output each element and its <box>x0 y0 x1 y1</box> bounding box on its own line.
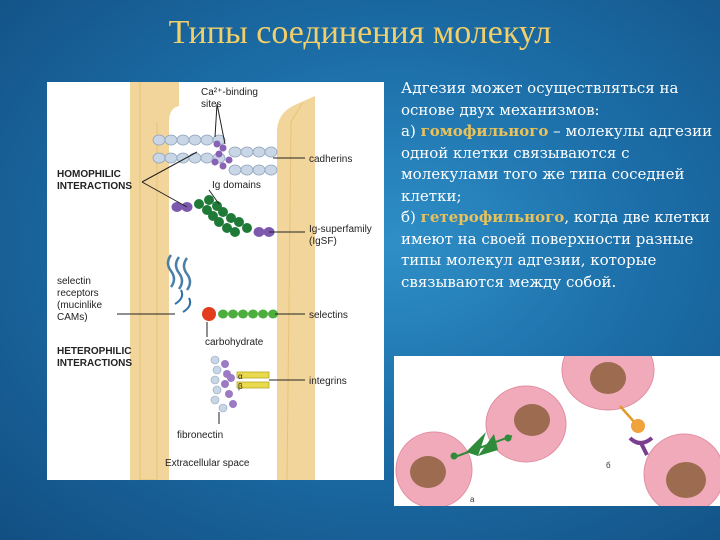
adhesion-description: Адгезия может осуществляться на основе д… <box>401 78 720 293</box>
figure-label-b: б <box>606 461 611 470</box>
description-intro: Адгезия может осуществляться на основе д… <box>401 79 679 119</box>
label-heterophilic-1: HETEROPHILIC <box>57 346 131 357</box>
label-carbohydrate: carbohydrate <box>205 337 264 348</box>
figure-label-a: а <box>470 495 475 504</box>
label-selectins: selectins <box>309 310 348 321</box>
label-binding-sites: sites <box>201 99 222 110</box>
homophilic-link <box>450 432 513 460</box>
slide-title: Типы соединения молекул <box>168 14 552 51</box>
integrin-molecules <box>210 355 305 424</box>
label-ig-superfamily-2: (IgSF) <box>309 236 337 247</box>
term-heterophilic: гетерофильного <box>420 208 565 226</box>
label-homophilic-1: HOMOPHILIC <box>57 169 121 180</box>
description-item-b-text: , когда две клетки имеют на своей поверх… <box>401 208 710 291</box>
label-ca-binding: Ca²⁺-binding <box>201 87 258 98</box>
label-cadherins: cadherins <box>309 154 352 165</box>
adhesion-molecules-diagram: Ca²⁺-binding sites cadherins HOMOPHILIC … <box>47 82 384 480</box>
label-selectin-receptors-2: receptors <box>57 288 99 299</box>
label-heterophilic-2: INTERACTIONS <box>57 358 132 369</box>
cells-adhesion-figure: а б <box>394 356 720 506</box>
cell-middle <box>485 385 567 463</box>
cell-top-center <box>561 356 655 411</box>
label-extracellular-space: Extracellular space <box>165 458 250 469</box>
cell-left <box>395 431 473 506</box>
term-homophilic: гомофильного <box>420 122 549 140</box>
description-item-a-prefix: а) <box>401 122 421 140</box>
label-fibronectin: fibronectin <box>177 430 223 441</box>
description-item-a-text: – молекулы адгезии одной клетки связываю… <box>401 122 713 205</box>
label-homophilic-2: INTERACTIONS <box>57 181 132 192</box>
cell-right <box>643 433 720 506</box>
label-selectin-receptors-4: CAMs) <box>57 312 88 323</box>
selectin-molecules <box>117 254 305 337</box>
label-selectin-receptors-1: selectin <box>57 276 91 287</box>
label-alpha: α <box>238 372 243 381</box>
ig-domain-chains <box>171 189 305 237</box>
cadherin-chains <box>152 103 305 176</box>
label-beta: β <box>238 382 243 391</box>
label-ig-superfamily-1: Ig-superfamily <box>309 224 372 235</box>
label-ig-domains: Ig domains <box>212 180 261 191</box>
heterophilic-link <box>619 405 654 456</box>
label-selectin-receptors-3: (mucinlike <box>57 300 102 311</box>
description-item-b-prefix: б) <box>401 208 421 226</box>
label-integrins: integrins <box>309 376 347 387</box>
right-membrane <box>277 82 315 480</box>
